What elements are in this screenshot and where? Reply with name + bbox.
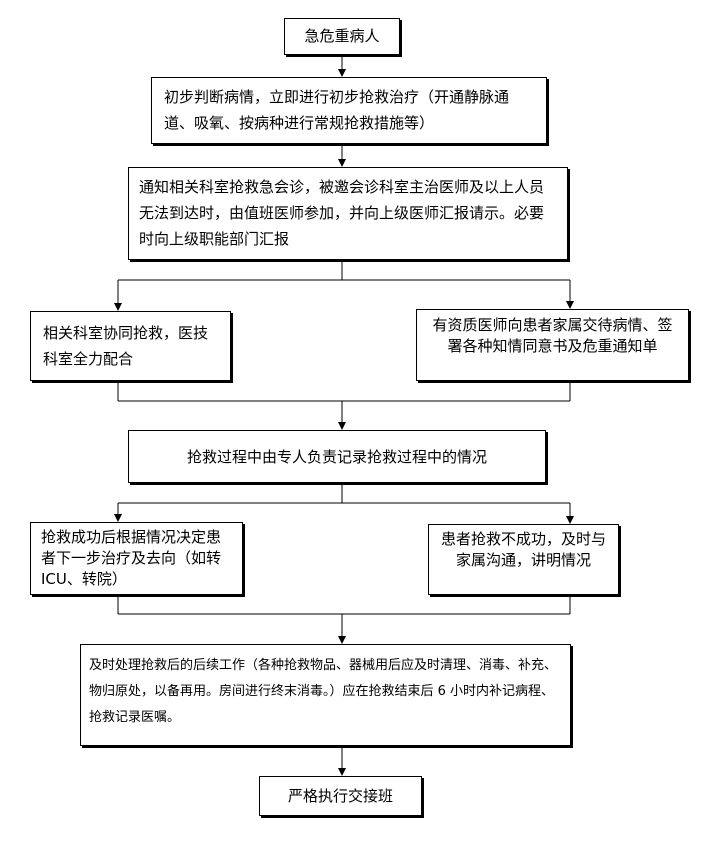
node-shift-handover: 严格执行交接班 — [259, 776, 422, 816]
node-follow-up-work: 及时处理抢救后的后续工作（各种抢救物品、器械用后应及时清理、消毒、补充、物归原处… — [80, 644, 571, 746]
node-family-notification: 有资质医师向患者家属交待病情、签署各种知情同意书及危重通知单 — [416, 309, 689, 381]
node-record-process: 抢救过程中由专人负责记录抢救过程中的情况 — [128, 430, 546, 483]
node-notify-consultation: 通知相关科室抢救急会诊，被邀会诊科室主治医师及以上人员无法到达时，由值班医师参加… — [128, 167, 568, 260]
node-rescue-success: 抢救成功后根据情况决定患者下一步治疗及去向（如转 ICU、转院） — [30, 522, 243, 595]
node-critical-patient: 急危重病人 — [284, 18, 400, 55]
node-rescue-failed: 患者抢救不成功，及时与家属沟通，讲明情况 — [428, 524, 619, 595]
node-department-cooperation: 相关科室协同抢救，医技科室全力配合 — [30, 311, 231, 381]
node-initial-assessment: 初步判断病情，立即进行初步抢救治疗（开通静脉通道、吸氧、按病种进行常规抢救措施等… — [151, 77, 547, 144]
